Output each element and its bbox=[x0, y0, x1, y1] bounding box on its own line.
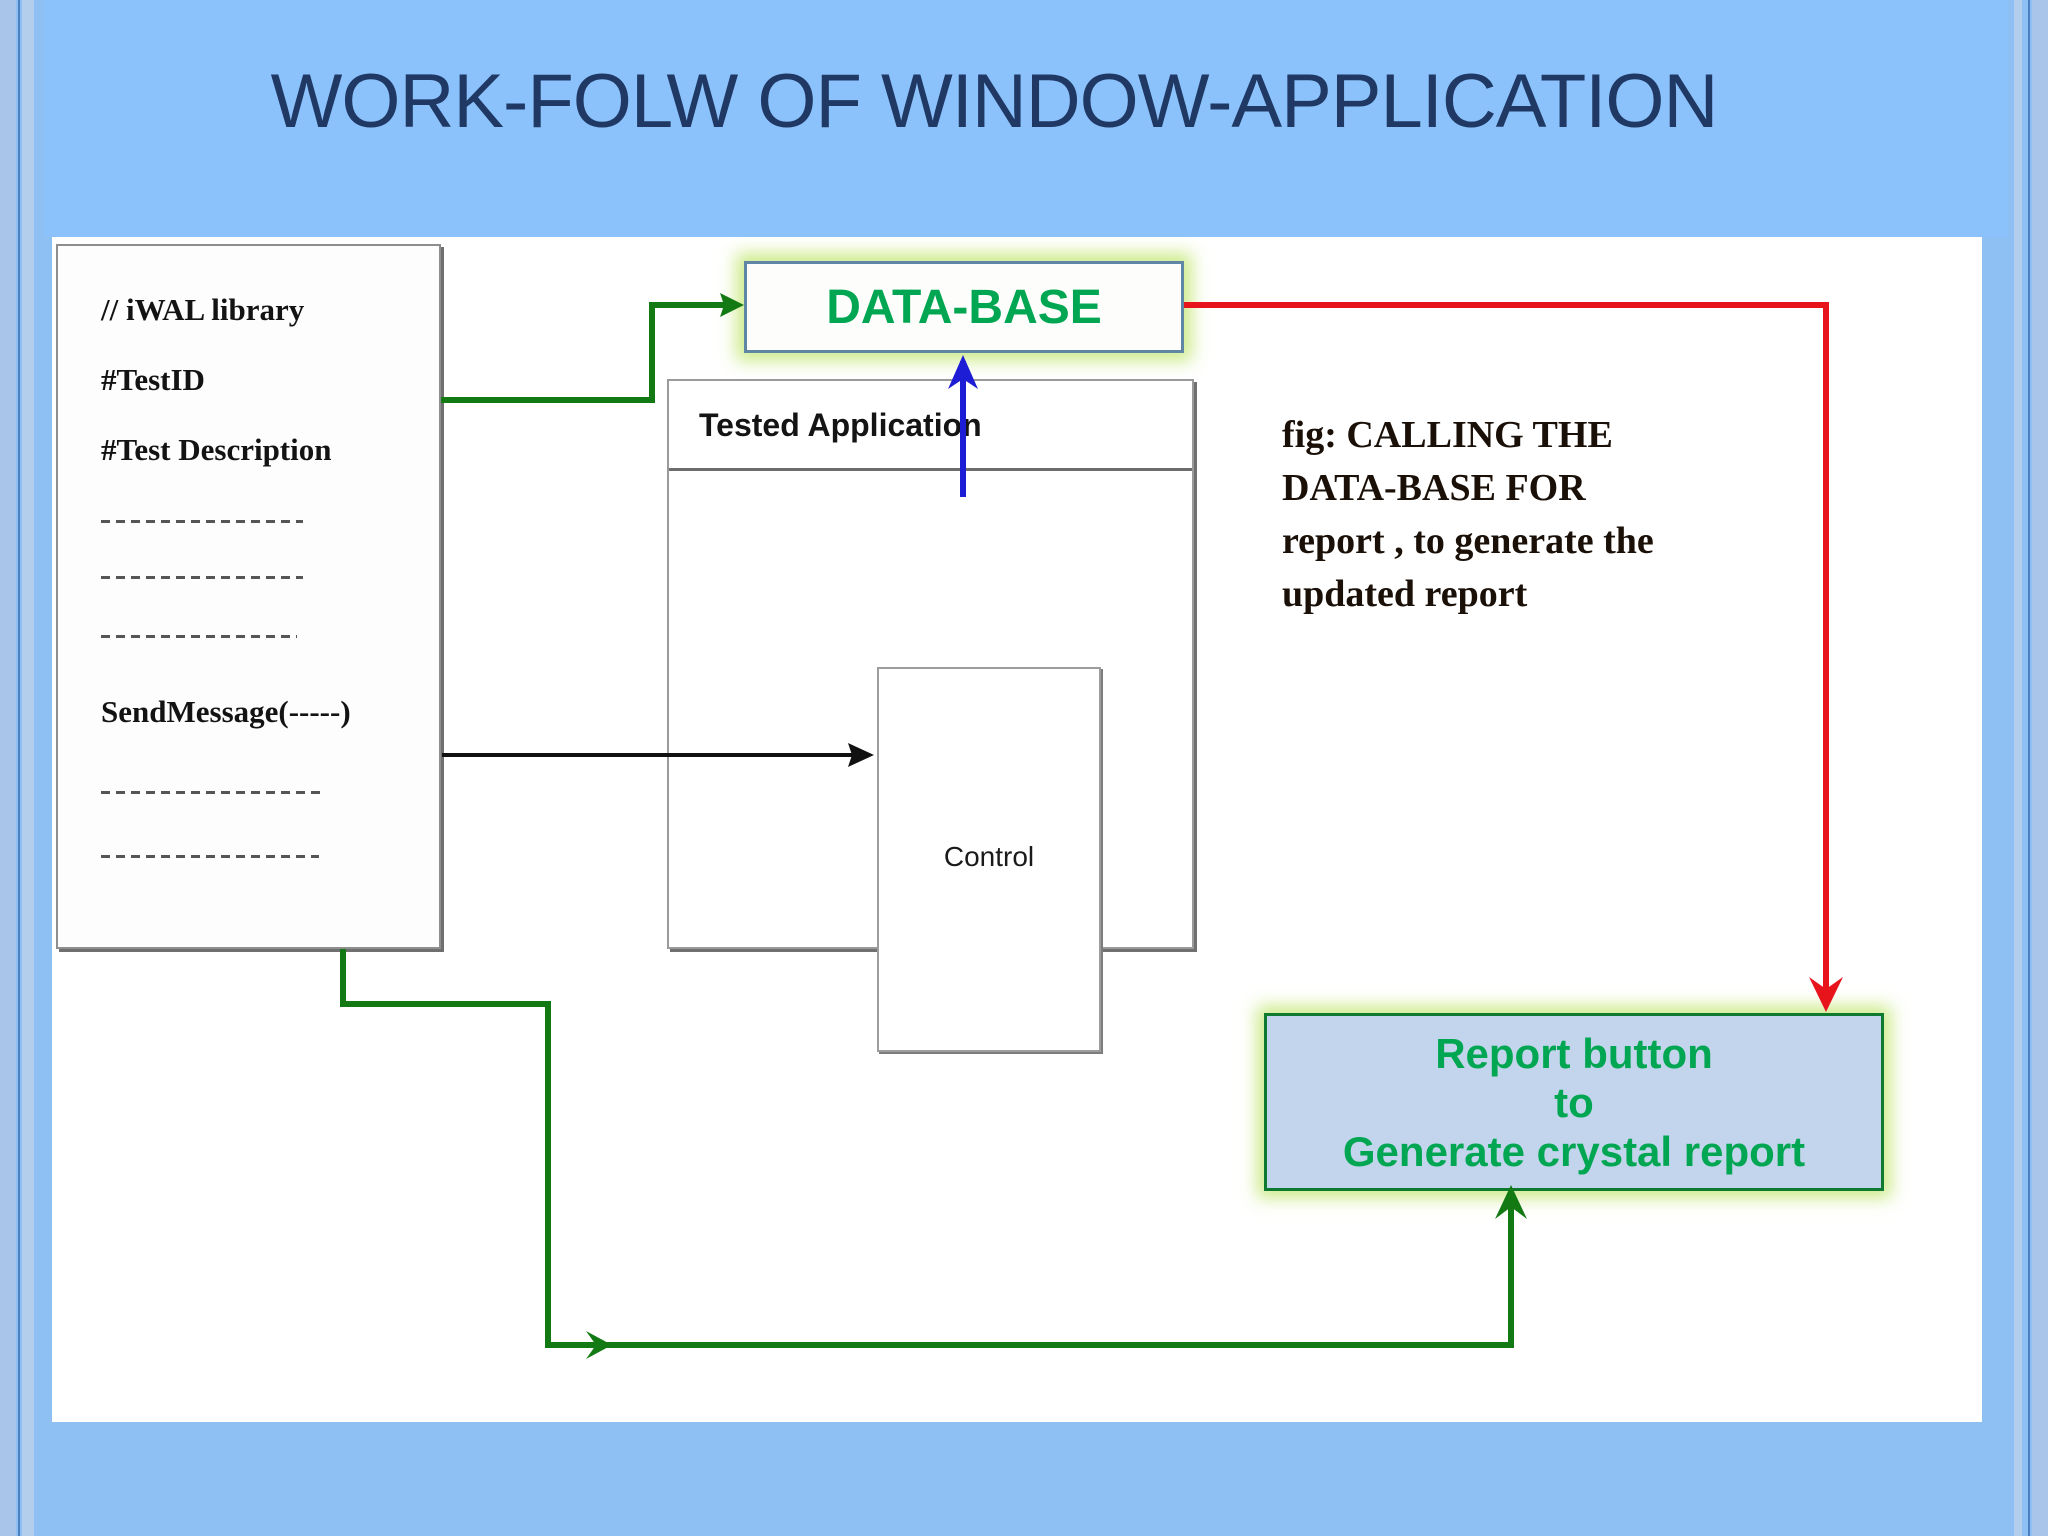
slide-edge-band-right bbox=[2032, 0, 2048, 1536]
database-label: DATA-BASE bbox=[826, 280, 1102, 334]
tested-application-label: Tested Application bbox=[699, 407, 982, 443]
code-dash-line-5 bbox=[101, 855, 319, 858]
diagram-canvas: // iWAL library #TestID #Test Descriptio… bbox=[52, 237, 1982, 1422]
figure-caption: fig: CALLING THE DATA-BASE FOR report , … bbox=[1282, 409, 1792, 621]
slide-frame-line-left bbox=[18, 0, 20, 1536]
report-button-line-3: Generate crystal report bbox=[1342, 1127, 1806, 1175]
figure-caption-line-2: DATA-BASE FOR bbox=[1282, 467, 1586, 509]
tested-application-titlebar bbox=[669, 381, 1192, 471]
test-script-listing-box: // iWAL library #TestID #Test Descriptio… bbox=[56, 244, 441, 949]
code-dash-line-4 bbox=[101, 791, 323, 794]
control-box[interactable]: Control bbox=[877, 667, 1101, 1052]
figure-caption-line-3: report , to generate the bbox=[1282, 520, 1654, 562]
tested-application-box: Tested Application Control bbox=[667, 379, 1194, 1052]
code-line-sendmessage: SendMessage(-----) bbox=[101, 694, 351, 729]
figure-caption-line-4: updated report bbox=[1282, 573, 1528, 615]
slide-header-band bbox=[44, 0, 2008, 237]
slide-frame-line-right bbox=[2028, 0, 2030, 1536]
slide-edge-band-left bbox=[0, 0, 16, 1536]
code-line-library: // iWAL library bbox=[101, 292, 305, 327]
database-box[interactable]: DATA-BASE bbox=[744, 261, 1184, 353]
control-label: Control bbox=[943, 841, 1035, 872]
report-button-line-1: Report button bbox=[1435, 1029, 1713, 1077]
code-line-testid: #TestID bbox=[101, 362, 205, 397]
code-line-testdesc: #Test Description bbox=[101, 432, 332, 467]
page-title: WORK-FOLW OF WINDOW-APPLICATION bbox=[270, 59, 1719, 144]
code-dash-line-2 bbox=[101, 576, 303, 579]
report-button-box[interactable]: Report button to Generate crystal report bbox=[1264, 1013, 1884, 1191]
figure-caption-line-1: fig: CALLING THE bbox=[1282, 414, 1613, 456]
report-button-line-2: to bbox=[1554, 1078, 1594, 1126]
code-dash-line-1 bbox=[101, 520, 303, 523]
code-dash-line-3 bbox=[101, 635, 297, 638]
